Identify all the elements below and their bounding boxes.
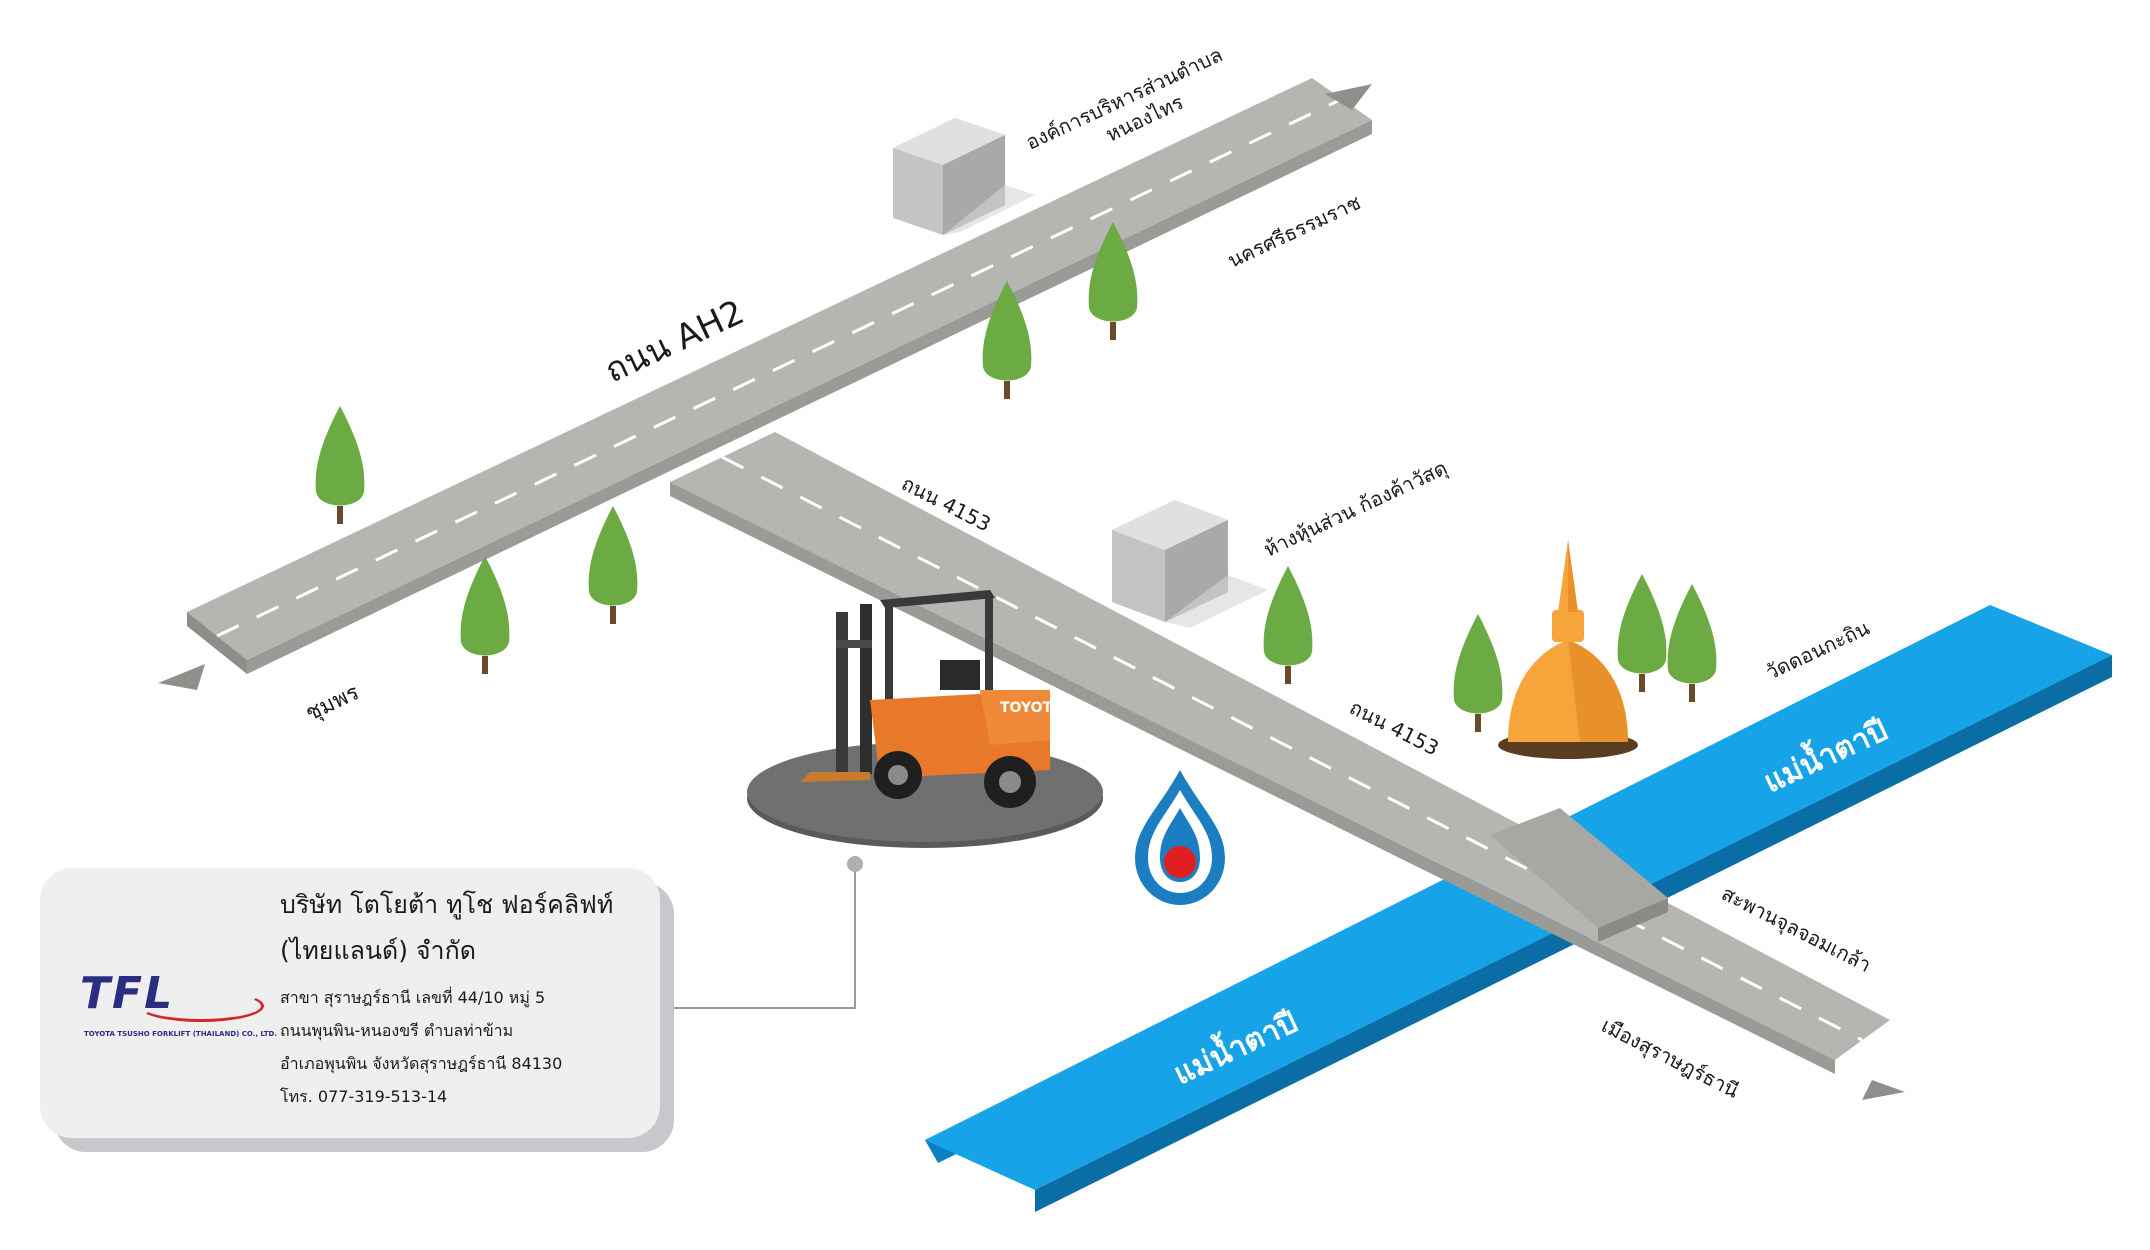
tree bbox=[1617, 574, 1667, 692]
company-logo: TFL TOYOTA TSUSHO FORKLIFT (THAILAND) CO… bbox=[80, 968, 277, 1048]
temple-chedi-icon bbox=[1498, 540, 1638, 759]
direction-label-surat: เมืองสุราษฎร์ธานี bbox=[1597, 1013, 1743, 1104]
direction-label-chumphon: ชุมพร bbox=[302, 680, 363, 726]
phone-number: โทร. 077-319-513-14 bbox=[280, 1087, 448, 1106]
road-ah2 bbox=[187, 78, 1372, 674]
building-shop bbox=[1112, 500, 1268, 628]
address-line2: ถนนพุนพิน-หนองขรี ตำบลท่าข้าม bbox=[280, 1021, 514, 1040]
tree bbox=[460, 556, 510, 674]
company-name-line2: (ไทยแลนด์) จำกัด bbox=[280, 936, 476, 965]
company-name: บริษัท โตโยต้า ทูโช ฟอร์คลิฟท์ (ไทยแลนด์… bbox=[280, 882, 613, 974]
building-tambon bbox=[893, 118, 1035, 235]
tree bbox=[1667, 584, 1717, 702]
direction-label-nakhon: นครศรีธรรมราช bbox=[1224, 190, 1364, 272]
address-line3: อำเภอพุนพิน จังหวัดสุราษฎร์ธานี 84130 bbox=[280, 1054, 563, 1073]
arrow-nakhon bbox=[1325, 84, 1372, 110]
tree bbox=[588, 506, 638, 624]
arrow-chumphon bbox=[158, 664, 205, 690]
tree bbox=[1263, 566, 1313, 684]
tree bbox=[1088, 222, 1138, 340]
arrow-surat bbox=[1862, 1080, 1905, 1100]
tree bbox=[315, 406, 365, 524]
company-name-line1: บริษัท โตโยต้า ทูโช ฟอร์คลิฟท์ bbox=[280, 890, 614, 919]
gas-station-icon bbox=[1135, 770, 1225, 905]
forklift-icon: TOYOTA bbox=[747, 590, 1103, 848]
company-info-card: TFL TOYOTA TSUSHO FORKLIFT (THAILAND) CO… bbox=[40, 868, 660, 1138]
bridge bbox=[1490, 808, 1668, 942]
connector-line bbox=[672, 856, 863, 1009]
tree bbox=[982, 281, 1032, 399]
logo-swoosh-icon bbox=[138, 990, 264, 1022]
landmark-label-shop: ห้างหุ้นส่วน ก้องค้าวัสดุ bbox=[1260, 455, 1451, 562]
tree bbox=[1453, 614, 1503, 732]
company-logo-subtitle: TOYOTA TSUSHO FORKLIFT (THAILAND) CO., L… bbox=[84, 1030, 277, 1038]
forklift-brand: TOYOTA bbox=[1000, 700, 1062, 716]
address-line1: สาขา สุราษฎร์ธานี เลขที่ 44/10 หมู่ 5 bbox=[280, 988, 546, 1007]
